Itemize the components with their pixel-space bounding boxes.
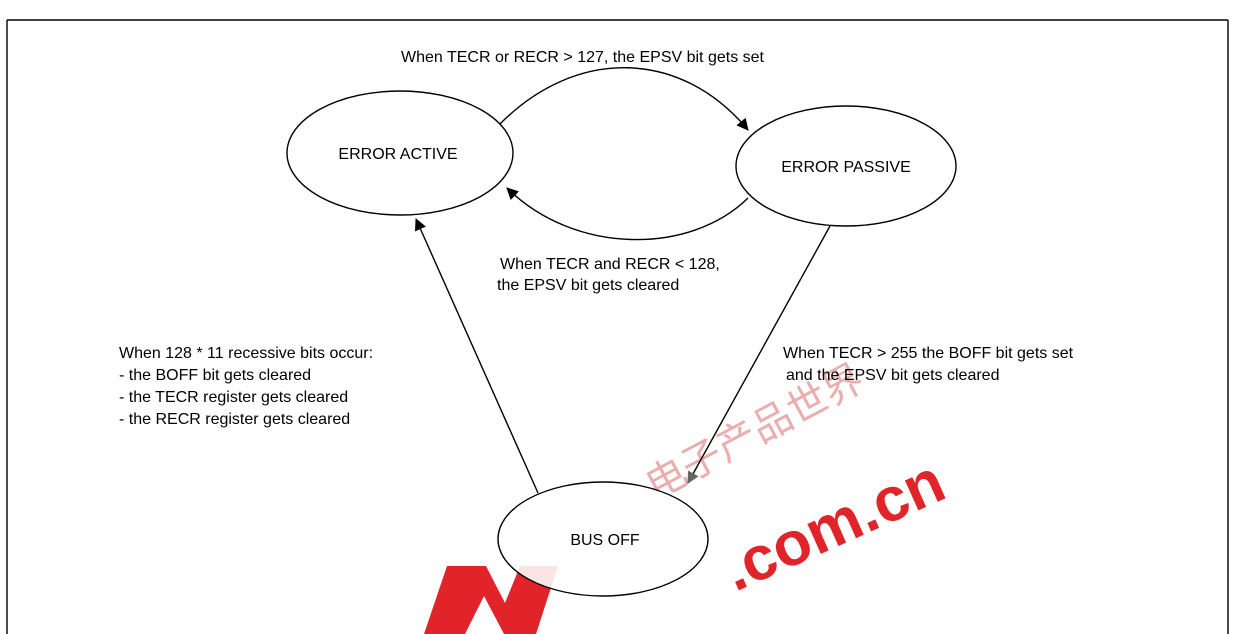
watermark: .com.cn 电子产品世界 [424,356,955,634]
state-error-active-label: ERROR ACTIVE [338,146,457,163]
label-active-to-passive: When TECR or RECR > 127, the EPSV bit ge… [401,49,765,66]
state-error-passive-ellipse [735,105,957,227]
label-busoff-to-active-line4: - the RECR register gets cleared [119,411,350,428]
watermark-logo-shape [424,566,558,634]
watermark-domain: .com.cn [713,446,955,604]
edge-busoff-to-active [414,218,539,494]
edge-passive-to-active [506,187,749,241]
label-busoff-to-active: When 128 * 11 recessive bits occur: - th… [119,345,373,428]
label-busoff-to-active-line1: When 128 * 11 recessive bits occur: [119,345,373,362]
edge-active-to-passive [499,67,749,131]
label-passive-to-active-line2: the EPSV bit gets cleared [497,277,679,294]
state-error-passive-label: ERROR PASSIVE [781,159,911,176]
state-error-passive: ERROR PASSIVE [735,105,957,227]
label-passive-to-active: When TECR and RECR < 128, the EPSV bit g… [497,256,720,294]
state-bus-off-ellipse [497,481,709,597]
state-error-active-ellipse [286,90,514,216]
label-passive-to-active-line1: When TECR and RECR < 128, [500,256,720,273]
state-bus-off-label: BUS OFF [570,532,640,549]
edge-passive-to-busoff [687,225,831,484]
label-passive-to-busoff-line1: When TECR > 255 the BOFF bit gets set [783,345,1074,362]
state-bus-off: BUS OFF [497,481,709,597]
label-busoff-to-active-line2: - the BOFF bit gets cleared [119,367,311,384]
label-passive-to-busoff: When TECR > 255 the BOFF bit gets set an… [783,345,1074,384]
state-error-active: ERROR ACTIVE [286,90,514,216]
label-busoff-to-active-line3: - the TECR register gets cleared [119,389,348,406]
label-passive-to-busoff-line2: and the EPSV bit gets cleared [786,367,999,384]
figure-frame [6,19,1229,634]
